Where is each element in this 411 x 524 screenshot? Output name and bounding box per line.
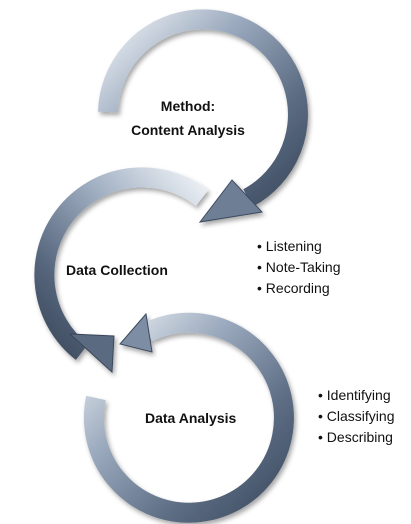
method-label-line1: Method: [160,98,216,114]
method-label: Method: Content Analysis [128,94,248,142]
data-analysis-label: Data Analysis [145,410,237,426]
cycle-arrow-bottom-head [119,312,153,353]
cycle-arrow-top-ring [98,9,308,207]
list-item: Describing [318,427,395,448]
cycle-arrow-middle-ring [34,167,209,360]
data-collection-label: Data Collection [66,262,168,278]
method-label-line2: Content Analysis [131,122,245,138]
list-item: Identifying [318,385,395,406]
cycle-arrow-top [98,9,308,223]
cycle-arrow-middle-head [68,333,115,374]
list-item: Recording [257,278,341,299]
cycle-arrow-bottom [84,312,294,523]
list-item: Note-Taking [257,257,341,278]
cycle-arrow-middle [34,167,209,374]
list-item: Classifying [318,406,395,427]
cycle-arrow-top-head [198,179,264,223]
list-item: Listening [257,236,341,257]
data-collection-items: Listening Note-Taking Recording [257,236,341,299]
data-analysis-items: Identifying Classifying Describing [318,385,395,448]
cycle-arrow-bottom-ring [84,312,294,523]
